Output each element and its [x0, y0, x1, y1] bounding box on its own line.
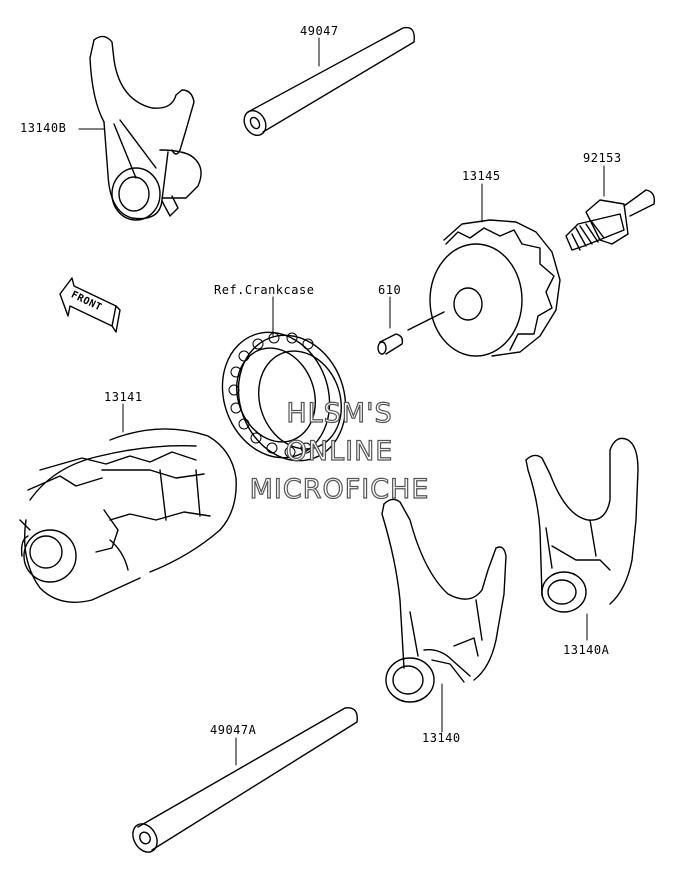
watermark-line1: HLSM'S: [286, 398, 393, 429]
shift-drum-cam-13145: [407, 219, 561, 357]
label-92153: 92153: [583, 151, 622, 165]
label-49047: 49047: [300, 24, 339, 38]
shaft-49047: [243, 26, 415, 137]
label-ref-crankcase: Ref.Crankcase: [214, 283, 315, 297]
label-13140: 13140: [422, 731, 461, 745]
leader-lines: [78, 37, 605, 766]
label-610: 610: [378, 283, 402, 297]
label-13140A: 13140A: [563, 643, 610, 657]
bearing-crankcase: [221, 331, 347, 462]
label-13140B: 13140B: [20, 121, 67, 135]
shift-fork-13140: [381, 498, 507, 703]
pin-610: [377, 333, 404, 355]
label-49047A: 49047A: [210, 723, 257, 737]
shift-drum-13141: [19, 428, 237, 603]
shift-fork-13140B: [89, 35, 202, 221]
front-arrow-icon: [59, 277, 121, 333]
label-13145: 13145: [462, 169, 501, 183]
bolt-92153: [565, 189, 656, 251]
watermark-line3: MICROFICHE: [249, 474, 430, 505]
shift-fork-13140A: [525, 437, 639, 613]
watermark-line2: ONLINE: [285, 436, 394, 467]
shaft-49047A: [132, 707, 358, 853]
label-13141: 13141: [104, 390, 143, 404]
